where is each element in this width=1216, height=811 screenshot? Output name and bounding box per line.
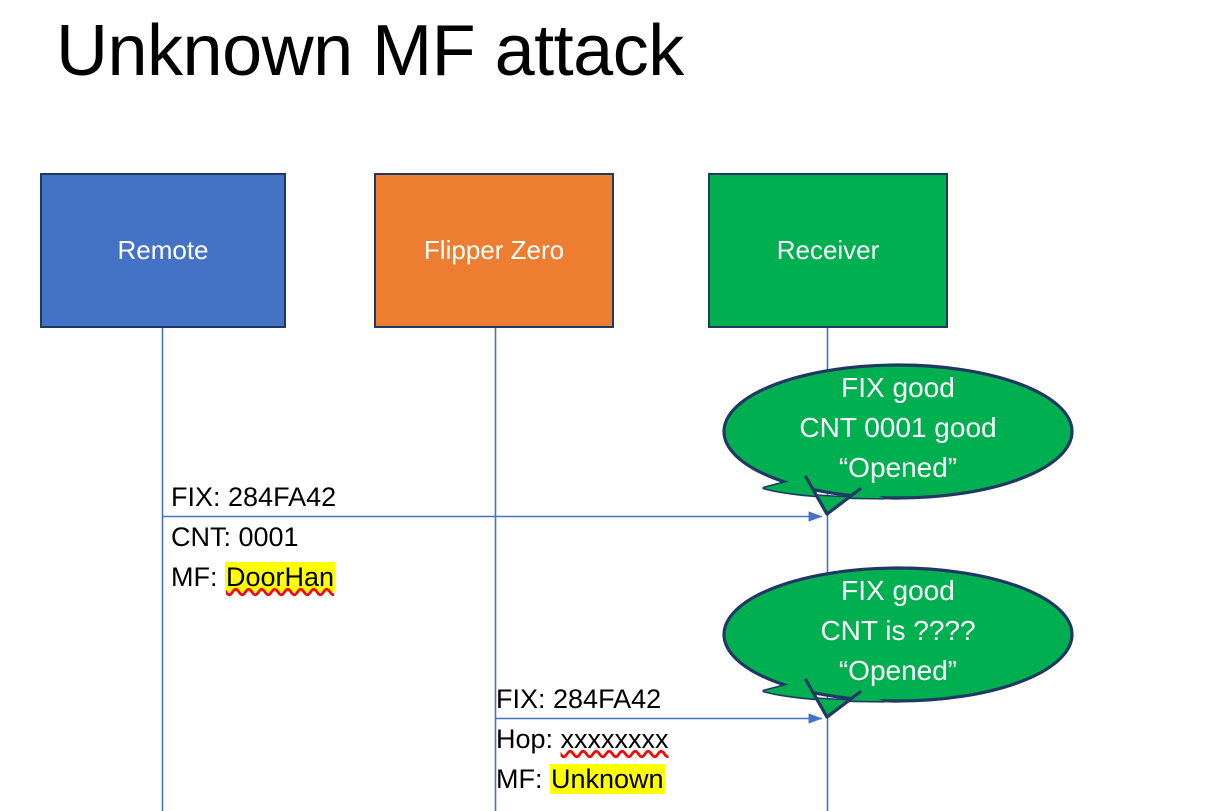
speech-bubble-2-text: FIX good CNT is ???? “Opened” xyxy=(724,571,1072,691)
actor-label-remote: Remote xyxy=(117,234,209,265)
message-2-line-2-value: xxxxxxxx xyxy=(560,724,669,754)
speech-bubble-2-line-1: FIX good xyxy=(841,575,955,606)
speech-bubble-2-tail-fill xyxy=(764,680,884,717)
message-1-line-3: MF: DoorHan xyxy=(171,557,336,597)
actor-label-flipper: Flipper Zero xyxy=(423,234,565,265)
message-1-line-3-prefix: MF: xyxy=(171,562,225,592)
speech-bubble-2 xyxy=(722,566,1074,719)
speech-bubble-1-line-3: “Opened” xyxy=(838,452,958,483)
message-2-line-1-prefix: FIX: xyxy=(496,684,554,714)
speech-bubble-2-tail-outline xyxy=(804,678,862,719)
message-1-line-2: CNT: 0001 xyxy=(171,517,336,557)
speech-bubble-1-text: FIX good CNT 0001 good “Opened” xyxy=(724,368,1072,488)
speech-bubble-2-body xyxy=(722,566,1074,703)
message-2-line-3-prefix: MF: xyxy=(496,764,550,794)
actor-box-receiver[interactable]: Receiver xyxy=(708,173,948,328)
message-1-line-1: FIX: 284FA42 xyxy=(171,477,336,517)
message-2-line-2: Hop: xxxxxxxx xyxy=(496,719,669,759)
message-1-line-1-value: 284FA42 xyxy=(228,482,337,512)
message-1-line-2-value: 0001 xyxy=(238,522,299,552)
speech-bubble-1-tail-outline xyxy=(804,475,862,516)
speech-bubble-2-line-3: “Opened” xyxy=(838,655,958,686)
message-1-line-1-prefix: FIX: xyxy=(171,482,229,512)
message-2-line-2-prefix: Hop: xyxy=(496,724,561,754)
speech-bubble-1-tail-fill xyxy=(764,477,884,514)
message-1-line-3-value: DoorHan xyxy=(225,562,336,592)
message-2-line-1: FIX: 284FA42 xyxy=(496,679,669,719)
message-label-1: FIX: 284FA42 CNT: 0001 MF: DoorHan xyxy=(171,477,336,597)
speech-bubble-2-line-2: CNT is ???? xyxy=(820,615,976,646)
speech-bubble-1-line-1: FIX good xyxy=(841,372,955,403)
actor-label-receiver: Receiver xyxy=(776,234,880,265)
actor-box-remote[interactable]: Remote xyxy=(40,173,286,328)
page-title: Unknown MF attack xyxy=(56,11,684,91)
message-2-line-3-value: Unknown xyxy=(550,764,665,794)
speech-bubble-1-body xyxy=(722,363,1074,500)
speech-bubble-1 xyxy=(722,363,1074,516)
message-2-line-3: MF: Unknown xyxy=(496,759,669,799)
message-label-2: FIX: 284FA42 Hop: xxxxxxxx MF: Unknown xyxy=(496,679,669,799)
speech-bubble-1-line-2: CNT 0001 good xyxy=(799,412,997,443)
message-2-line-1-value: 284FA42 xyxy=(553,684,662,714)
actor-box-flipper[interactable]: Flipper Zero xyxy=(374,173,614,328)
message-1-line-2-prefix: CNT: xyxy=(171,522,239,552)
